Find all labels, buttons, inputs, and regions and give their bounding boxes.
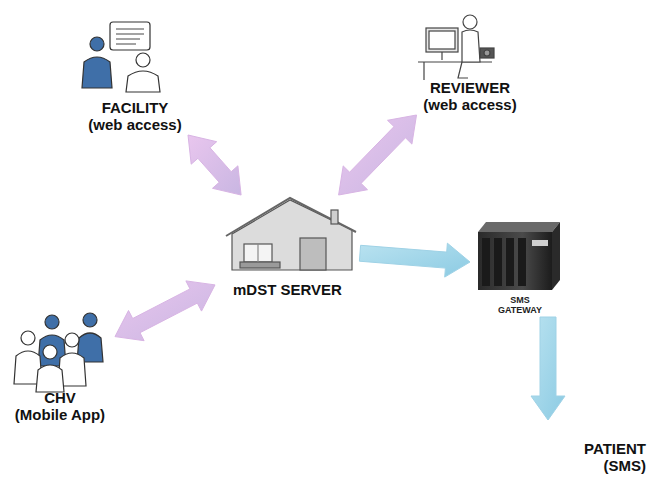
node-label: mDST SERVER xyxy=(233,281,342,298)
chv-group-icon xyxy=(14,313,103,392)
reviewer-icon xyxy=(418,15,494,80)
reviewer-node: REVIEWER(web access) xyxy=(405,5,535,115)
server-house-icon xyxy=(226,198,356,270)
gateway-node: SMS GATEWAY xyxy=(470,215,570,317)
facility-icon xyxy=(82,22,160,92)
node-label: REVIEWER xyxy=(430,79,510,96)
node-label: PATIENT xyxy=(584,440,646,457)
block-arrow xyxy=(188,135,241,195)
chv-node: CHV(Mobile App) xyxy=(5,305,115,425)
sms-gateway-icon xyxy=(478,222,560,290)
block-arrow xyxy=(339,115,417,195)
block-arrow xyxy=(359,243,470,277)
node-label: FACILITY xyxy=(102,99,169,116)
block-arrow xyxy=(115,281,215,341)
node-label: (Mobile App) xyxy=(15,406,105,423)
node-label: CHV xyxy=(44,389,76,406)
patient-node: PATIENT(SMS) xyxy=(535,420,650,476)
node-label: (web access) xyxy=(88,116,181,133)
facility-node: FACILITY(web access) xyxy=(75,15,195,135)
node-label: (web access) xyxy=(423,96,516,113)
server-node: mDST SERVER xyxy=(215,195,360,300)
device-label: SMS GATEWAY xyxy=(490,295,550,315)
block-arrow xyxy=(531,317,565,420)
node-label: (SMS) xyxy=(604,457,647,474)
